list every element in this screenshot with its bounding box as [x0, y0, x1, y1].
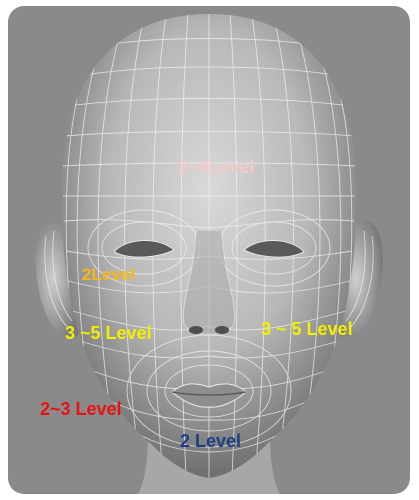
cheek-level-label: 2Level [82, 266, 135, 283]
left-cheek-level-label: 3 ~5 Level [65, 324, 152, 342]
chin-level-label: 2 Level [180, 432, 241, 450]
right-cheek-level-label: 3 ~ 5 Level [261, 320, 353, 338]
head-model [8, 6, 410, 494]
jaw-level-label: 2~3 Level [40, 400, 122, 418]
forehead-level-label: 2~4Level [178, 158, 255, 176]
head-model-frame: 2~4Level 2Level 3 ~5 Level 3 ~ 5 Level 2… [8, 6, 410, 494]
